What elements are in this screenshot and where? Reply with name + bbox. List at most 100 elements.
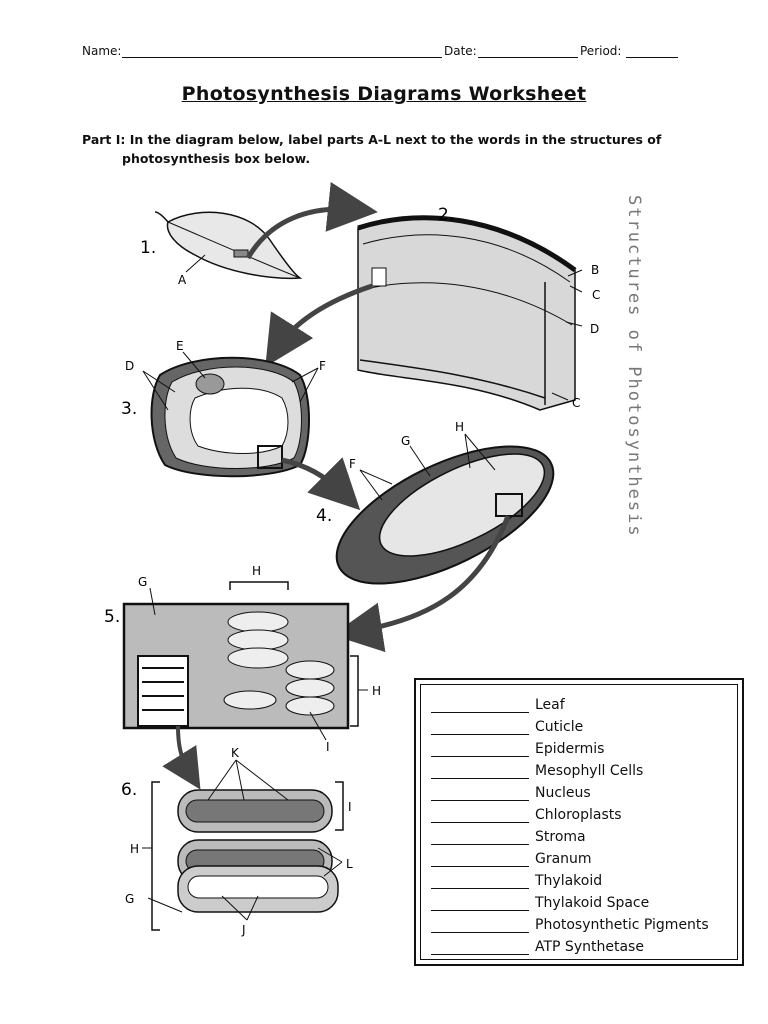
leader-f-chloro-1	[359, 469, 393, 485]
term-row: Thylakoid	[431, 867, 737, 889]
term-row: Nucleus	[431, 779, 737, 801]
name-label: Name:	[82, 44, 122, 58]
term-row: Thylakoid Space	[431, 889, 737, 911]
label-d-cell: D	[125, 359, 134, 373]
label-h-thylakoid: H	[130, 842, 139, 856]
leader-d-right	[565, 321, 583, 327]
term-row: Granum	[431, 845, 737, 867]
answer-blank[interactable]	[431, 764, 529, 779]
answer-blank[interactable]	[431, 918, 529, 933]
arrow-granum-to-thylakoid	[162, 725, 201, 790]
leader-i-granum	[309, 711, 327, 741]
diagram-number-6: 6.	[121, 780, 137, 800]
bracket-h-left	[151, 781, 160, 931]
arrow-cross-section-to-cell	[265, 283, 373, 367]
leader-e	[182, 351, 206, 379]
diagram-number-3: 3.	[121, 399, 137, 419]
term-label: Thylakoid Space	[535, 895, 650, 911]
term-row: Chloroplasts	[431, 801, 737, 823]
term-label: Stroma	[535, 829, 586, 845]
term-label: Epidermis	[535, 741, 605, 757]
term-row: Photosynthetic Pigments	[431, 911, 737, 933]
label-l: L	[346, 857, 353, 871]
leader-l-1	[317, 847, 343, 863]
term-label: Leaf	[535, 697, 565, 713]
label-g-granum: G	[138, 575, 147, 589]
leader-f-cell-2	[299, 367, 319, 403]
label-g-thylakoid: G	[125, 892, 134, 906]
leader-j-2	[246, 895, 259, 921]
label-h-granum-right: H	[372, 684, 381, 698]
leaf-drawing	[154, 211, 303, 280]
instructions-line-1: Part I: In the diagram below, label part…	[82, 132, 662, 147]
worksheet-title: Photosynthesis Diagrams Worksheet	[181, 83, 587, 105]
bracket-h-top	[229, 581, 289, 590]
instructions: Part I: In the diagram below, label part…	[82, 130, 702, 168]
answer-blank[interactable]	[431, 808, 529, 823]
answer-blank[interactable]	[431, 852, 529, 867]
leader-l-2	[323, 861, 343, 877]
leader-c-bottom	[551, 392, 569, 401]
answer-blank[interactable]	[431, 896, 529, 911]
diagram-number-4: 4.	[316, 506, 332, 526]
term-row: Epidermis	[431, 735, 737, 757]
answer-blank[interactable]	[431, 874, 529, 889]
answer-blank[interactable]	[431, 786, 529, 801]
leader-h-chloro-2	[464, 433, 496, 471]
term-row: Leaf	[431, 691, 737, 713]
bracket-h-right	[350, 655, 359, 727]
granum-drawing	[122, 602, 350, 730]
label-b: B	[591, 263, 599, 277]
term-label: Nucleus	[535, 785, 591, 801]
term-label: Chloroplasts	[535, 807, 622, 823]
leader-d-cell-2	[142, 370, 169, 411]
label-c-bottom: C	[572, 396, 580, 410]
term-label: Mesophyll Cells	[535, 763, 644, 779]
label-i-granum: I	[326, 740, 330, 754]
leader-h-chloro-1	[464, 433, 471, 469]
label-e: E	[176, 339, 184, 353]
header-line: Name: Date: Period:	[82, 44, 682, 64]
label-f-cell: F	[319, 359, 326, 373]
leaf-cross-section-drawing	[357, 215, 577, 411]
answer-blank[interactable]	[431, 940, 529, 955]
leader-f-cell-1	[291, 367, 319, 383]
term-row: ATP Synthetase	[431, 933, 737, 955]
bracket-i	[335, 781, 344, 831]
mesophyll-cell-drawing	[150, 356, 310, 478]
leader-g-chloro	[409, 445, 431, 477]
term-row: Mesophyll Cells	[431, 757, 737, 779]
term-row: Cuticle	[431, 713, 737, 735]
thylakoid-drawing	[177, 789, 339, 913]
arrow-chloroplast-to-granum	[332, 515, 511, 653]
label-h-chloroplast: H	[455, 420, 464, 434]
leader-b	[567, 269, 583, 277]
side-title: Structures of Photosynthesis	[624, 195, 644, 538]
diagram-number-1: 1.	[140, 238, 156, 258]
leader-g-thylakoid	[147, 897, 183, 913]
label-f-chloroplast: F	[349, 457, 356, 471]
term-label: Cuticle	[535, 719, 584, 735]
leader-k-3	[235, 759, 289, 801]
leader-d-cell-1	[142, 370, 176, 393]
diagram-number-5: 5.	[104, 607, 120, 627]
answer-blank[interactable]	[431, 720, 529, 735]
label-a: A	[178, 273, 187, 287]
leader-g-granum	[149, 587, 156, 616]
leader-j-1	[221, 895, 248, 921]
label-d-right: D	[590, 322, 599, 336]
arrow-leaf-to-cross-section	[245, 182, 378, 260]
chloroplast-drawing	[335, 445, 555, 585]
term-label: Thylakoid	[535, 873, 603, 889]
answer-blank[interactable]	[431, 830, 529, 845]
answer-blank[interactable]	[431, 742, 529, 757]
date-label: Date:	[444, 44, 477, 58]
leader-k-2	[235, 759, 245, 801]
term-label: Granum	[535, 851, 592, 867]
leader-k-1	[207, 759, 237, 801]
answer-blank[interactable]	[431, 698, 529, 713]
